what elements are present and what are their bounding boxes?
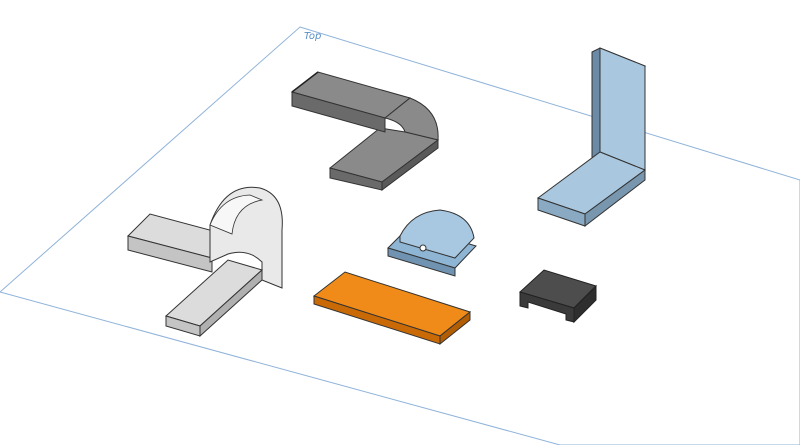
cap-box-hole bbox=[419, 244, 427, 252]
bracket-base-side bbox=[584, 169, 646, 228]
part-orange-flat-strip[interactable] bbox=[312, 271, 472, 346]
arch-hood-highlight bbox=[209, 194, 264, 235]
bracket-vertical-plate-face bbox=[599, 47, 646, 171]
elbow-end-face bbox=[381, 139, 439, 191]
top-plane-outline bbox=[0, 26, 800, 445]
cap-box-base-front bbox=[387, 247, 456, 277]
top-plane[interactable]: Top bbox=[0, 26, 800, 445]
arch-bottom-arm-side bbox=[199, 268, 263, 338]
clip-side bbox=[573, 284, 597, 324]
elbow-edge bbox=[291, 71, 319, 93]
part-blue-l-bracket[interactable] bbox=[536, 47, 647, 228]
elbow-arm-front bbox=[291, 91, 386, 133]
cap-box-dome bbox=[399, 209, 475, 259]
part-blue-cap-box[interactable] bbox=[387, 209, 477, 277]
part-dark-small-clip[interactable] bbox=[519, 269, 597, 324]
strip-side bbox=[439, 310, 471, 346]
part-white-tee-arch[interactable] bbox=[127, 186, 283, 338]
part-gray-elbow-channel[interactable] bbox=[290, 71, 440, 191]
arch-left-arm-front bbox=[127, 235, 213, 273]
top-plane-label: Top bbox=[304, 31, 321, 42]
